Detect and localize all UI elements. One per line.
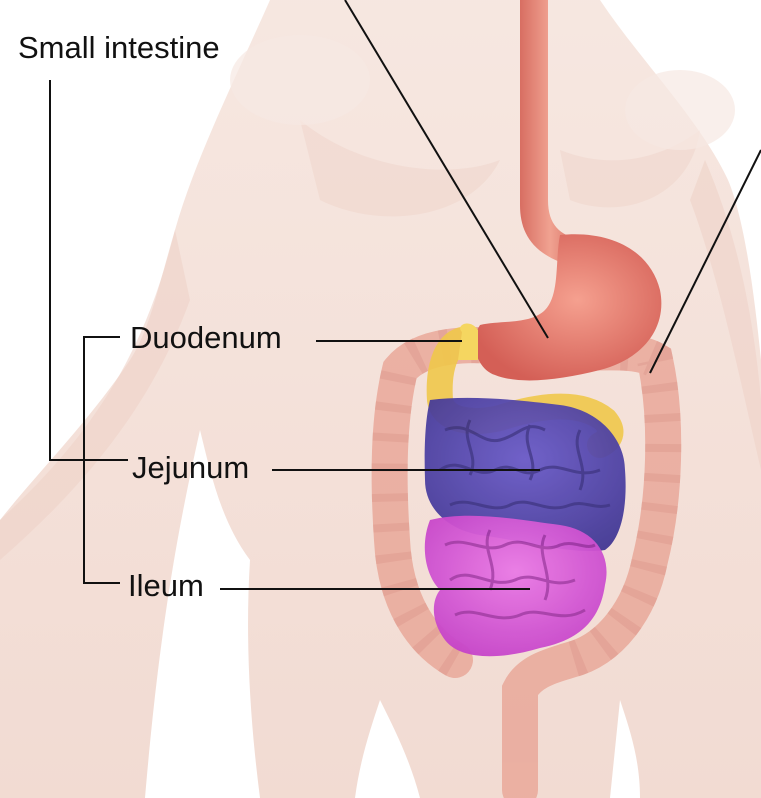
label-duodenum: Duodenum bbox=[130, 320, 282, 356]
label-jejunum: Jejunum bbox=[132, 450, 249, 486]
label-small-intestine: Small intestine bbox=[18, 30, 220, 66]
label-ileum: Ileum bbox=[128, 568, 204, 604]
